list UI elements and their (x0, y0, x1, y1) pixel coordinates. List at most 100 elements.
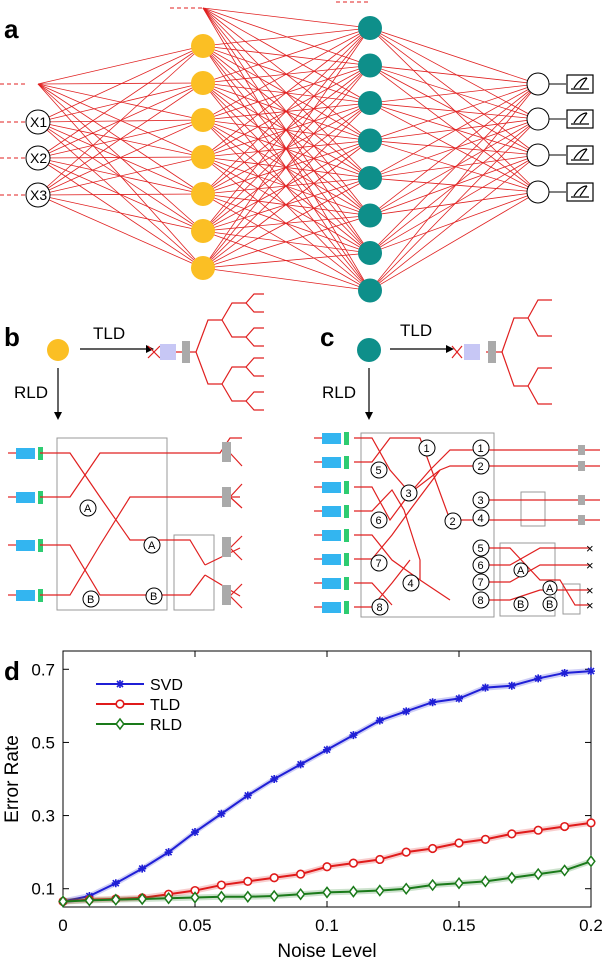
tld-tree (147, 293, 264, 411)
input-node-label: X2 (30, 150, 47, 166)
data-point (323, 745, 331, 754)
modulator-icon (344, 601, 349, 614)
mzi-label: B (87, 594, 94, 606)
x-axis-title: Noise Level (277, 941, 376, 962)
x-tick-label: 0 (58, 916, 67, 935)
port-number-circle (370, 511, 388, 529)
laser-source-icon (322, 433, 341, 444)
data-point (428, 843, 438, 854)
port-number-label: 2 (450, 516, 456, 528)
data-point (295, 887, 306, 901)
rld-output-shifters (578, 445, 585, 525)
port-number-circle (400, 484, 418, 502)
data-point (560, 668, 569, 677)
laser-source-icon (16, 492, 35, 503)
port-number-label: 4 (408, 578, 414, 590)
port-number-label: 8 (377, 602, 383, 614)
port-number-label: 3 (478, 495, 484, 507)
terminated-port-icon: × (586, 541, 594, 556)
data-point (375, 716, 384, 725)
modulator-icon (344, 432, 349, 445)
mzi-label: A (84, 503, 92, 515)
port-number-circle (444, 512, 462, 530)
mzi-label: B (546, 599, 553, 611)
data-point (428, 698, 437, 707)
data-point (322, 886, 332, 899)
laser-source-icon (322, 602, 341, 613)
weight-connections (37, 7, 539, 291)
hidden2-node (358, 16, 382, 40)
y-tick-label: 0.5 (31, 733, 55, 752)
data-point (349, 731, 358, 740)
laser-source-icon (322, 530, 341, 541)
modulator-icon (344, 577, 349, 590)
tld-arrowhead-icon (146, 345, 154, 353)
laser-source-icon (322, 482, 341, 493)
modulator-icon (464, 344, 480, 360)
legend-label: SVD (150, 677, 183, 694)
data-point (480, 875, 491, 888)
hidden1-node (191, 256, 215, 280)
data-point (559, 821, 570, 832)
mzi-label: A (148, 540, 156, 552)
data-point (58, 895, 68, 908)
tld-label: TLD (93, 324, 125, 343)
hidden1-node (191, 108, 215, 132)
data-point (375, 854, 385, 865)
mzi-label: B (517, 599, 524, 611)
x-tick-label: 0.05 (178, 916, 211, 935)
phase-shifter-icon (488, 341, 496, 363)
panel-b-label: b (4, 322, 20, 352)
data-point (481, 683, 490, 692)
data-point (111, 879, 120, 888)
port-number-label: 1 (424, 443, 430, 455)
terminated-port-icon: × (586, 558, 594, 573)
laser-source-icon (322, 578, 341, 589)
input-node (25, 182, 51, 208)
mesh-box (360, 432, 495, 618)
legend-label: RLD (150, 717, 182, 734)
data-point (217, 809, 226, 818)
x-tick-label: 0.2 (579, 916, 602, 935)
data-point (216, 880, 226, 890)
rld-inputs (314, 432, 349, 614)
terminated-port-icon: × (586, 583, 594, 598)
mzi-label: A (546, 583, 554, 595)
input-node-label: X1 (30, 114, 47, 130)
detector-meter-icon (566, 145, 594, 165)
modulator-icon (344, 529, 349, 542)
data-point (402, 707, 411, 716)
input-node (25, 109, 51, 135)
data-point (269, 873, 279, 883)
port-number-label: 3 (406, 488, 412, 500)
laser-source-icon (16, 448, 35, 459)
hidden2-node (358, 203, 382, 228)
data-point (586, 855, 596, 868)
tld-tree (451, 299, 552, 405)
tld-arrowhead-icon (446, 345, 454, 353)
panel-b-decomposition: TLD RLD (8, 293, 264, 611)
panel-c-label: c (320, 322, 334, 352)
data-point (115, 717, 125, 731)
data-point (427, 878, 438, 892)
data-point (163, 891, 174, 905)
data-point (243, 876, 253, 887)
hidden2-node (358, 53, 382, 78)
output-node (526, 180, 550, 204)
data-point (296, 760, 305, 769)
rld-output-shifters (222, 442, 231, 605)
port-number-label: 2 (478, 461, 484, 473)
data-point (115, 699, 125, 709)
data-point (507, 829, 517, 839)
rld-waveguides (40, 437, 243, 609)
port-number-circle (472, 539, 490, 557)
data-point (507, 681, 516, 690)
port-number-label: 8 (478, 595, 484, 607)
port-number-label: 5 (376, 465, 382, 477)
mzi-label: A (517, 565, 525, 577)
x-tick-label: 0.1 (315, 916, 339, 935)
y-tick-label: 0.1 (31, 880, 55, 899)
data-point (216, 890, 227, 903)
